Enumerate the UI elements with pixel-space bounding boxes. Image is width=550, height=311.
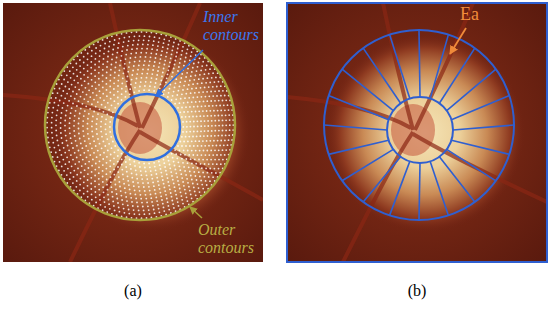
- sector-lines: [324, 30, 514, 220]
- leader-line: [156, 50, 203, 96]
- panel-caption: (a): [113, 282, 153, 300]
- leader-line: [190, 207, 202, 218]
- sample-dots: [46, 31, 234, 219]
- region-label: Ea: [460, 5, 490, 25]
- fundus-photo-b: [287, 3, 547, 262]
- contour-label: Inner contours: [203, 8, 265, 43]
- panel-caption: (b): [397, 282, 437, 300]
- contour-label: Outer contours: [198, 221, 262, 256]
- panel-border: [287, 3, 547, 262]
- leader-line: [450, 28, 466, 54]
